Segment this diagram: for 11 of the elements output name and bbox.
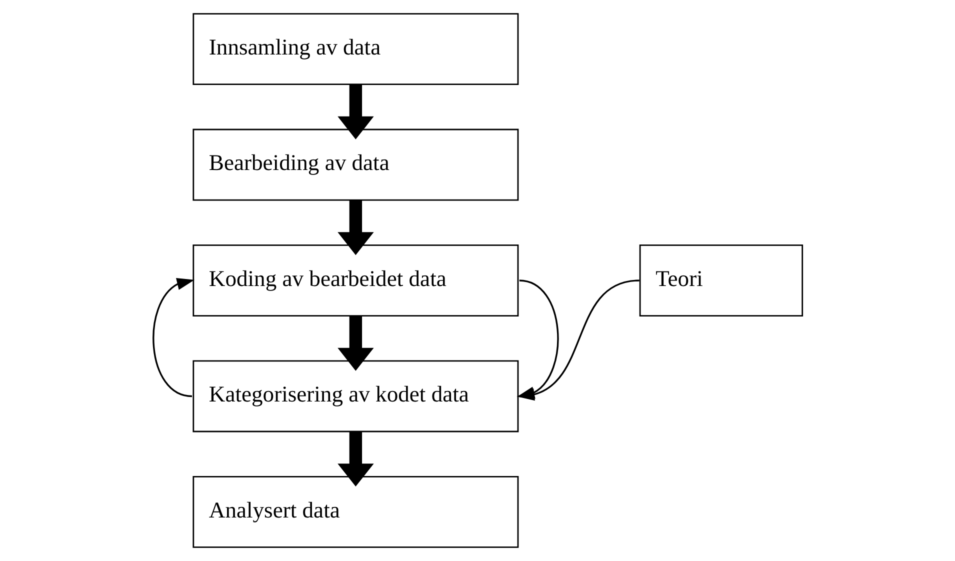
arrow xyxy=(338,432,374,487)
arrow xyxy=(152,278,194,398)
node-box: Koding av bearbeidet data xyxy=(192,244,519,316)
node-box: Analysert data xyxy=(192,476,519,548)
arrow xyxy=(338,84,374,140)
node-box: Bearbeiding av data xyxy=(192,128,519,201)
node-box: Teori xyxy=(639,244,804,316)
arrow xyxy=(338,316,374,371)
node-box: Kategorisering av kodet data xyxy=(192,360,519,432)
node-box: Innsamling av data xyxy=(192,13,519,86)
arrow xyxy=(338,200,374,256)
